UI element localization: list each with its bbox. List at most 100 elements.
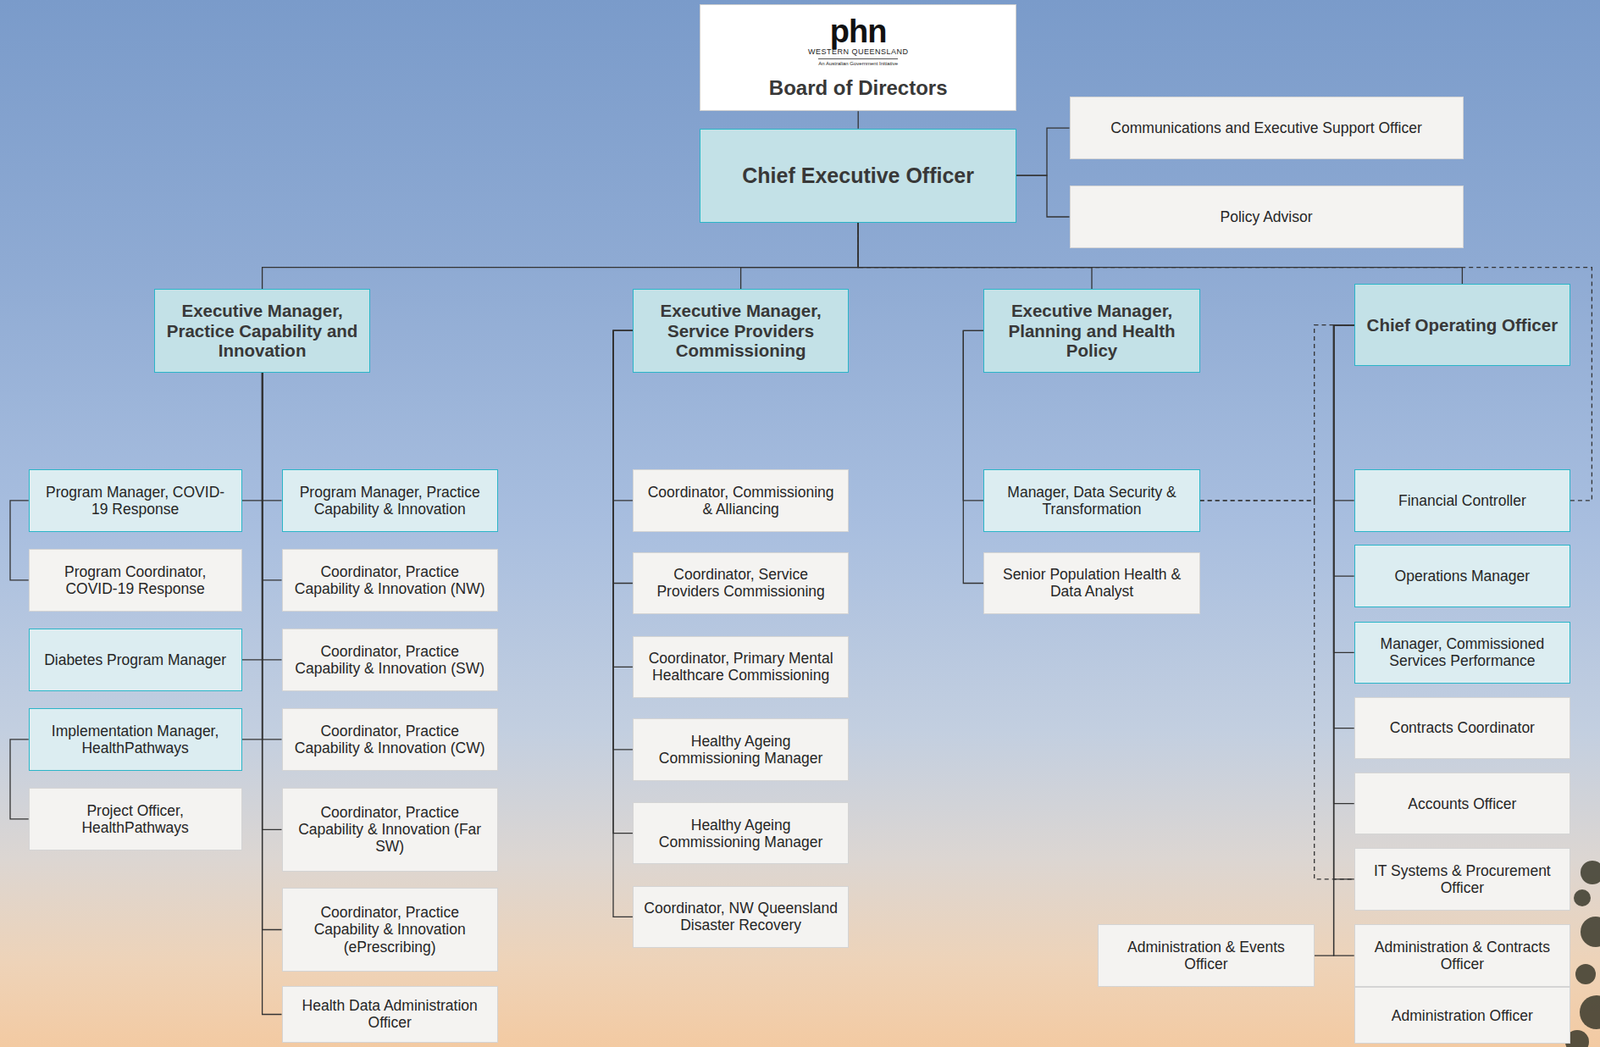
connector — [262, 372, 283, 660]
staff-box: Coordinator, Service Providers Commissio… — [632, 552, 849, 615]
node-text: Chief Operating Officer — [1367, 315, 1559, 336]
staff-box: Project Officer, HealthPathways — [28, 787, 243, 850]
node-text: Healthy Ageing Commissioning Manager — [642, 816, 840, 851]
connector — [963, 330, 984, 583]
node-text: Coordinator, Commissioning & Alliancing — [642, 483, 840, 518]
connector — [10, 739, 29, 820]
manager-box: Manager, Commissioned Services Performan… — [1354, 621, 1571, 684]
node-text: Financial Controller — [1398, 492, 1527, 510]
connector — [1334, 325, 1355, 956]
node-text: Coordinator, Practice Capability & Innov… — [291, 642, 489, 677]
node-text: Implementation Manager, HealthPathways — [38, 722, 233, 757]
node-text: Administration & Events Officer — [1107, 938, 1305, 973]
dashed-connector — [858, 222, 1592, 501]
manager-box: Manager, Data Security & Transformation — [983, 469, 1200, 532]
staff-box: Administration Officer — [1354, 986, 1571, 1044]
staff-box: Health Data Administration Officer — [282, 985, 499, 1043]
connector — [1334, 325, 1355, 729]
connector — [242, 372, 263, 660]
node-text: Administration & Contracts Officer — [1363, 938, 1562, 973]
executive-box: Executive Manager, Planning and Health P… — [983, 288, 1200, 373]
board-box: phnWESTERN QUEENSLANDAn Australian Gover… — [699, 4, 1016, 111]
connector — [1334, 325, 1355, 804]
staff-box: Coordinator, Practice Capability & Innov… — [282, 787, 499, 872]
node-text: Manager, Data Security & Transformation — [992, 483, 1191, 518]
node-text: Executive Manager, Practice Capability a… — [163, 300, 361, 361]
connector — [1334, 325, 1355, 654]
node-text: Executive Manager, Service Providers Com… — [642, 300, 840, 361]
connector — [613, 330, 633, 667]
connector — [963, 330, 984, 501]
connector — [613, 330, 633, 750]
manager-box: Program Manager, COVID-19 Response — [28, 469, 243, 532]
staff-box: Accounts Officer — [1354, 772, 1571, 835]
node-text: Board of Directors — [769, 76, 948, 100]
staff-box: IT Systems & Procurement Officer — [1354, 847, 1571, 910]
staff-box: Administration & Events Officer — [1097, 924, 1314, 986]
manager-box: Program Manager, Practice Capability & I… — [282, 469, 499, 532]
node-text: Coordinator, Practice Capability & Innov… — [291, 803, 489, 855]
executive-box: Chief Operating Officer — [1354, 283, 1571, 367]
connector — [1334, 325, 1355, 576]
staff-box: Administration & Contracts Officer — [1354, 924, 1571, 986]
staff-box: Healthy Ageing Commissioning Manager — [632, 802, 849, 864]
connector — [858, 222, 1092, 289]
connector — [1016, 175, 1070, 217]
connector — [741, 222, 859, 289]
staff-box: Communications and Executive Support Off… — [1069, 96, 1464, 159]
node-text: Manager, Commissioned Services Performan… — [1363, 635, 1562, 670]
connector — [1334, 325, 1355, 501]
connector — [242, 372, 263, 740]
dashed-connector — [1200, 325, 1355, 501]
connector — [262, 372, 283, 501]
node-text: Administration Officer — [1391, 1007, 1534, 1025]
node-text: An Australian Government Initiative — [818, 58, 898, 68]
staff-box: Coordinator, Practice Capability & Innov… — [282, 628, 499, 691]
connector — [262, 222, 859, 289]
staff-box: Policy Advisor — [1069, 185, 1464, 248]
node-text: Program Coordinator, COVID-19 Response — [38, 563, 233, 598]
node-text: Coordinator, Practice Capability & Innov… — [291, 903, 489, 955]
connector — [262, 372, 283, 1015]
connector — [262, 372, 283, 931]
node-text: IT Systems & Procurement Officer — [1363, 862, 1562, 897]
connector — [613, 330, 633, 833]
staff-box: Program Coordinator, COVID-19 Response — [28, 548, 243, 611]
node-text: Health Data Administration Officer — [291, 996, 489, 1031]
node-text: Executive Manager, Planning and Health P… — [992, 300, 1191, 361]
node-text: Chief Executive Officer — [741, 163, 975, 189]
connector — [613, 330, 633, 583]
node-text: Healthy Ageing Commissioning Manager — [642, 732, 840, 767]
node-text: Coordinator, Practice Capability & Innov… — [291, 563, 489, 598]
node-text: Contracts Coordinator — [1389, 719, 1535, 737]
connector — [262, 372, 283, 831]
connector — [613, 330, 633, 917]
staff-box: Coordinator, Practice Capability & Innov… — [282, 708, 499, 770]
staff-box: Healthy Ageing Commissioning Manager — [632, 718, 849, 781]
manager-box: Implementation Manager, HealthPathways — [28, 708, 243, 770]
node-text: Senior Population Health & Data Analyst — [992, 565, 1191, 600]
connector — [858, 110, 859, 129]
staff-box: Coordinator, NW Queensland Disaster Reco… — [632, 885, 849, 948]
staff-box: Coordinator, Commissioning & Alliancing — [632, 469, 849, 532]
manager-box: Financial Controller — [1354, 469, 1571, 532]
staff-box: Coordinator, Primary Mental Healthcare C… — [632, 636, 849, 698]
node-text: Project Officer, HealthPathways — [38, 802, 233, 836]
manager-box: Diabetes Program Manager — [28, 628, 243, 691]
executive-box: Chief Executive Officer — [699, 128, 1016, 223]
connector — [262, 372, 283, 740]
node-text: Accounts Officer — [1407, 795, 1517, 813]
connector — [1334, 325, 1355, 880]
node-text: phn — [830, 15, 887, 48]
node-text: Policy Advisor — [1220, 208, 1313, 226]
node-text: Operations Manager — [1395, 567, 1531, 585]
node-text: Diabetes Program Manager — [44, 651, 227, 669]
staff-box: Coordinator, Practice Capability & Innov… — [282, 548, 499, 611]
staff-box: Senior Population Health & Data Analyst — [983, 552, 1200, 615]
node-text: Communications and Executive Support Off… — [1110, 119, 1422, 137]
node-text: Program Manager, COVID-19 Response — [38, 483, 233, 518]
executive-box: Executive Manager, Practice Capability a… — [154, 288, 371, 373]
node-text: Program Manager, Practice Capability & I… — [291, 483, 489, 518]
dashed-connector — [1200, 500, 1355, 880]
node-text: Coordinator, NW Queensland Disaster Reco… — [642, 899, 840, 934]
